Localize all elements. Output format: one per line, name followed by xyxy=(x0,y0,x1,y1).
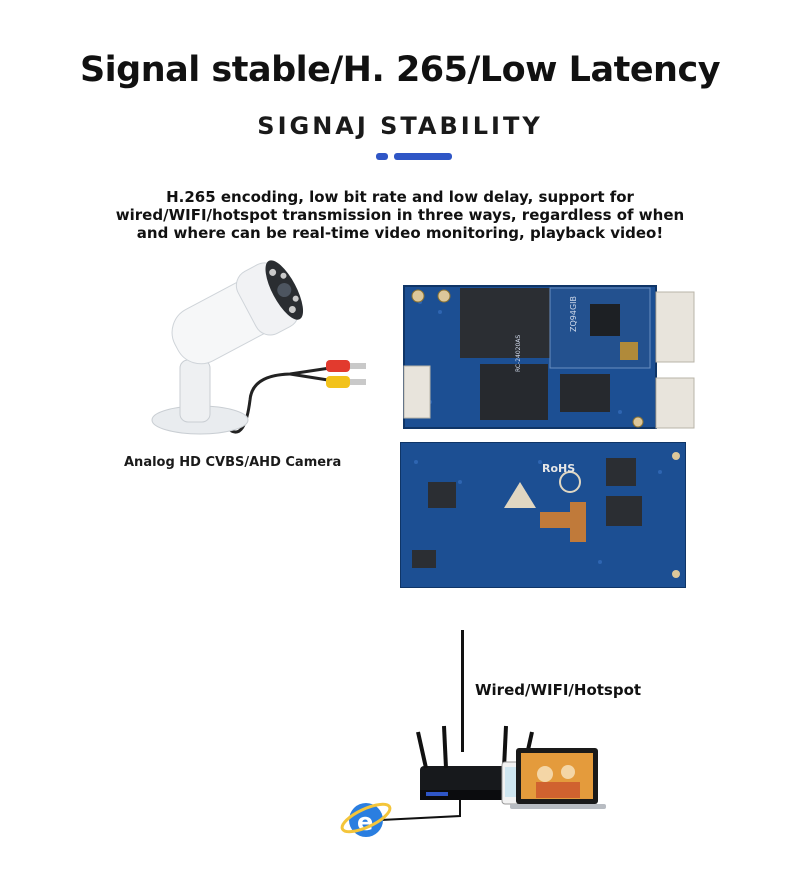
connection-caption: Wired/WIFI/Hotspot xyxy=(475,681,642,699)
camera-caption: Analog HD CVBS/AHD Camera xyxy=(124,455,342,470)
pcb-board-top: ZQ94GIB RC-24020AS xyxy=(400,282,700,430)
connection-line xyxy=(461,630,464,752)
network-devices: e xyxy=(330,720,620,850)
camera-image xyxy=(150,250,390,440)
title-underline-bar xyxy=(394,153,452,160)
feature-description: H.265 encoding, low bit rate and low del… xyxy=(115,188,685,242)
title-underline-dot xyxy=(376,153,388,160)
headline: Signal stable/H. 265/Low Latency xyxy=(79,50,721,90)
chip-marking: ZQ94GIB xyxy=(569,296,578,332)
board-marking: RC-24020AS xyxy=(515,335,522,372)
pcb-board-bottom: RoHS xyxy=(400,442,686,588)
section-title: SIGNAJ STABILITY xyxy=(257,112,543,140)
rohs-marking: RoHS xyxy=(542,462,575,475)
